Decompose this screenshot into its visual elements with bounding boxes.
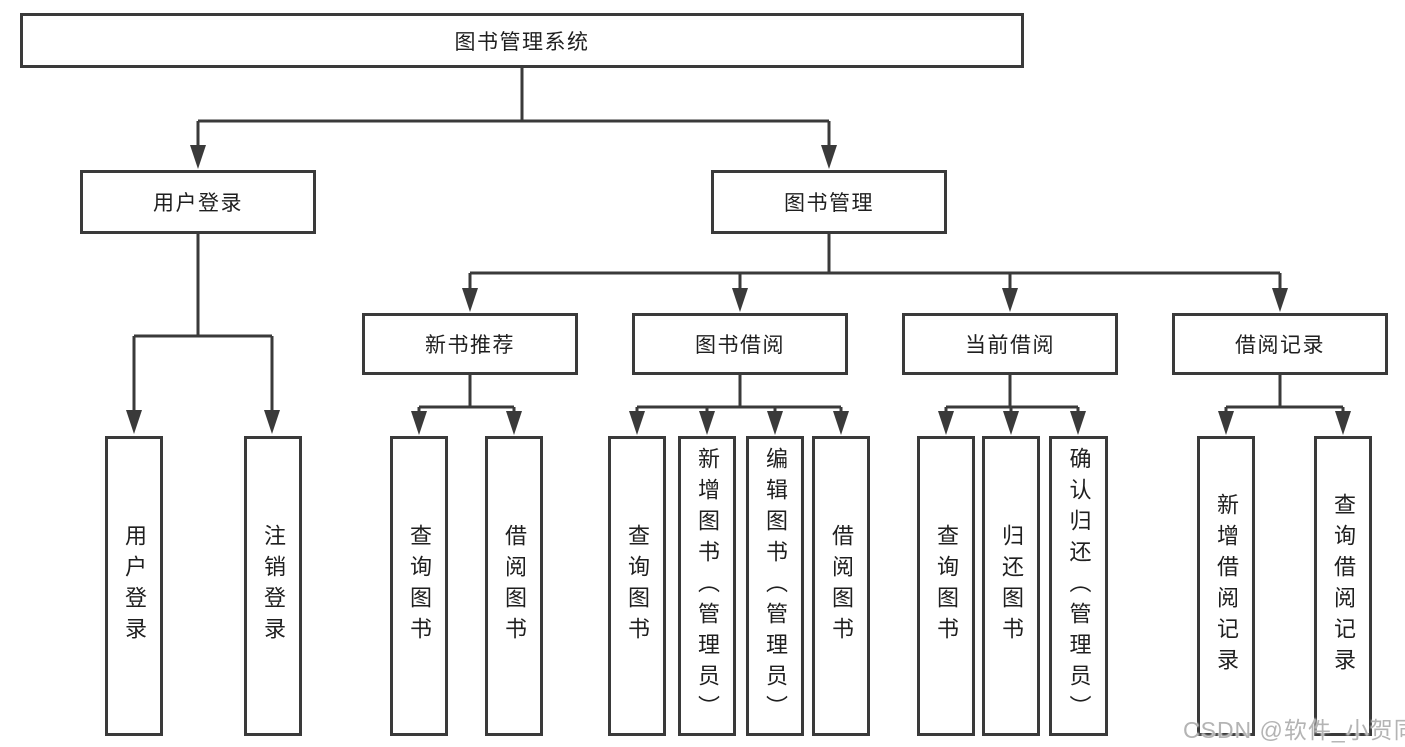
node-label: 查询图书 xyxy=(625,524,650,648)
node-label: 图书借阅 xyxy=(695,334,785,357)
leaf-query-books-current: 查询图书 xyxy=(917,436,975,736)
node-label: 新书推荐 xyxy=(425,334,515,357)
leaf-add-books-admin: 新增图书（管理员） xyxy=(678,436,736,736)
leaf-return-books: 归还图书 xyxy=(982,436,1040,736)
leaf-confirm-return-admin: 确认归还（管理员） xyxy=(1049,436,1108,736)
leaf-query-books-recommend: 查询图书 xyxy=(390,436,448,736)
connector-book-management-to-level3 xyxy=(462,234,1288,312)
node-label: 新增图书（管理员） xyxy=(695,446,720,726)
node-book-borrowing: 图书借阅 xyxy=(632,313,848,375)
connector-new-book-recommend-to-leaves xyxy=(411,375,522,435)
node-label: 用户登录 xyxy=(122,524,147,648)
node-label: 编辑图书（管理员） xyxy=(763,446,788,726)
node-label: 图书管理系统 xyxy=(454,30,590,54)
leaf-edit-books-admin: 编辑图书（管理员） xyxy=(746,436,804,736)
node-label: 查询借阅记录 xyxy=(1331,493,1356,679)
node-label: 查询图书 xyxy=(407,524,432,648)
connector-user-login-to-leaves xyxy=(126,234,280,434)
node-label: 当前借阅 xyxy=(965,334,1055,357)
connector-root-to-level2 xyxy=(190,68,837,169)
leaf-add-borrow-record: 新增借阅记录 xyxy=(1197,436,1255,736)
node-new-book-recommend: 新书推荐 xyxy=(362,313,578,375)
leaf-user-login: 用户登录 xyxy=(105,436,163,736)
node-label: 用户登录 xyxy=(153,192,243,215)
node-label: 图书管理 xyxy=(784,192,874,215)
node-label: 借阅图书 xyxy=(829,524,854,648)
leaf-borrow-books-recommend: 借阅图书 xyxy=(485,436,543,736)
leaf-query-borrow-record: 查询借阅记录 xyxy=(1314,436,1372,736)
node-current-borrowing: 当前借阅 xyxy=(902,313,1118,375)
connector-book-borrowing-to-leaves xyxy=(629,375,849,435)
leaf-logout: 注销登录 xyxy=(244,436,302,736)
node-user-login: 用户登录 xyxy=(80,170,316,234)
node-label: 归还图书 xyxy=(999,524,1024,648)
node-label: 确认归还（管理员） xyxy=(1066,446,1092,726)
leaf-query-books-borrowing: 查询图书 xyxy=(608,436,666,736)
node-label: 新增借阅记录 xyxy=(1214,493,1239,679)
node-label: 注销登录 xyxy=(261,524,286,648)
node-label: 查询图书 xyxy=(934,524,959,648)
node-label: 借阅图书 xyxy=(502,524,527,648)
leaf-borrow-books-borrowing: 借阅图书 xyxy=(812,436,870,736)
node-label: 借阅记录 xyxy=(1235,334,1325,357)
connector-current-borrowing-to-leaves xyxy=(938,375,1086,435)
csdn-watermark: CSDN @软件_小贺同学 xyxy=(1183,717,1405,743)
node-book-management: 图书管理 xyxy=(711,170,947,234)
node-root: 图书管理系统 xyxy=(20,13,1024,68)
node-borrowing-records: 借阅记录 xyxy=(1172,313,1388,375)
connector-borrowing-records-to-leaves xyxy=(1218,375,1351,435)
